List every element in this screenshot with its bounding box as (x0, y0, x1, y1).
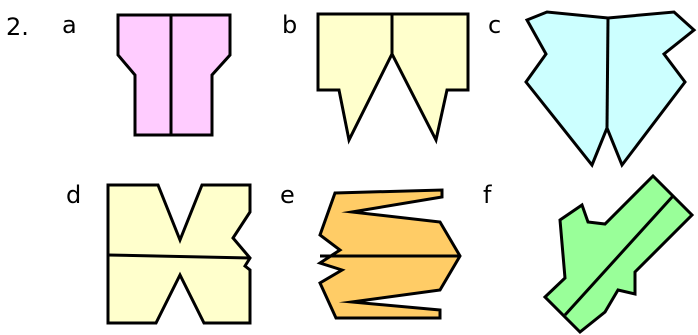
figure-b-label: b (282, 11, 297, 39)
figure-f-fold-line (563, 194, 675, 317)
question-number: 2. (6, 13, 29, 41)
figure-e-label: e (280, 181, 295, 209)
figure-c-fold-line (605, 17, 610, 129)
figure-b: b (282, 11, 470, 145)
figure-a: a (62, 11, 232, 137)
figure-c-shape (524, 10, 697, 169)
figure-d-shape (106, 183, 252, 325)
figure-d-label: d (66, 181, 81, 209)
figure-c-label: c (488, 11, 501, 39)
figure-a-label: a (62, 11, 77, 39)
figure-b-shape (316, 12, 470, 145)
figure-e: e (280, 181, 462, 320)
figure-f-label: f (483, 181, 492, 209)
figure-e-shape (316, 188, 462, 320)
figure-a-shape (116, 13, 232, 137)
figure-d-fold-line (107, 253, 251, 260)
figure-d: d (66, 181, 252, 325)
figure-c: c (488, 10, 697, 169)
figure-f: f (483, 173, 695, 335)
